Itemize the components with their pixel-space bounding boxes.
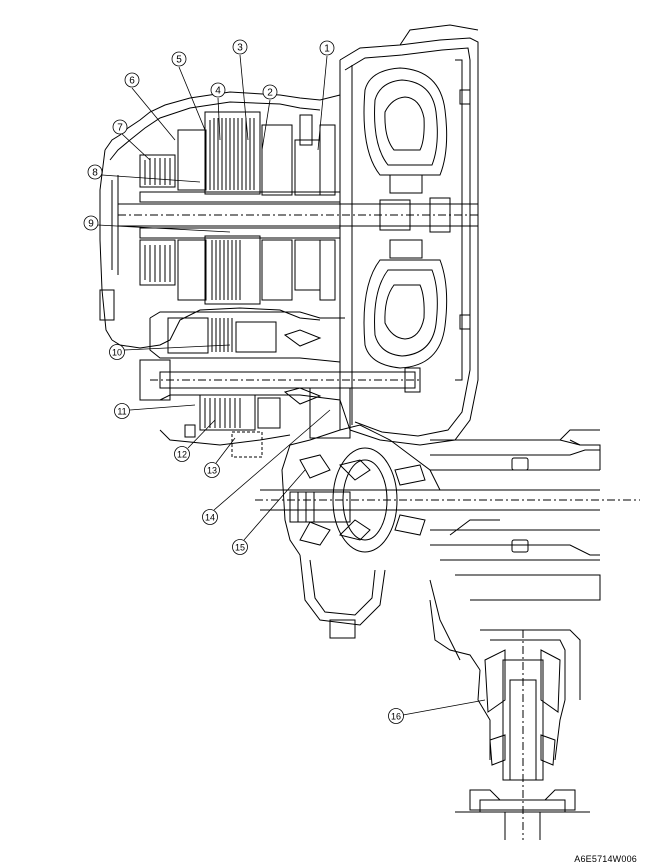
svg-text:4: 4 xyxy=(215,86,221,97)
callout-5: 5 xyxy=(171,51,187,67)
callout-15: 15 xyxy=(232,539,248,555)
callout-4: 4 xyxy=(210,82,226,98)
svg-text:8: 8 xyxy=(92,168,98,179)
leader-1 xyxy=(317,55,328,151)
leader-5 xyxy=(178,66,206,131)
leader-13 xyxy=(215,437,236,464)
svg-text:9: 9 xyxy=(88,219,94,230)
svg-text:1: 1 xyxy=(324,44,330,55)
svg-text:6: 6 xyxy=(129,76,135,87)
figure-code: A6E5714W006 xyxy=(574,854,637,864)
leader-12 xyxy=(187,419,216,449)
svg-text:13: 13 xyxy=(207,466,217,476)
input-shaft xyxy=(117,197,479,233)
svg-text:15: 15 xyxy=(235,543,245,553)
callout-12: 12 xyxy=(174,446,190,462)
counter-shaft-section xyxy=(139,311,421,458)
clutch-pack-upper xyxy=(139,111,336,196)
leader-3 xyxy=(239,54,249,141)
svg-text:12: 12 xyxy=(177,450,187,460)
callout-2: 2 xyxy=(262,84,278,100)
leader-15 xyxy=(243,469,306,541)
drive-shaft-housing xyxy=(255,429,640,661)
leader-2 xyxy=(261,99,271,151)
svg-text:11: 11 xyxy=(117,407,126,417)
svg-text:16: 16 xyxy=(391,712,401,722)
callout-7: 7 xyxy=(112,119,128,135)
leader-14 xyxy=(213,409,331,511)
leader-9 xyxy=(97,224,231,233)
callout-6: 6 xyxy=(124,72,140,88)
svg-text:7: 7 xyxy=(117,123,123,134)
leader-10 xyxy=(123,344,231,351)
gearbox-case xyxy=(99,91,341,349)
leader-6 xyxy=(131,87,176,141)
svg-text:3: 3 xyxy=(237,43,243,54)
leader-4 xyxy=(217,97,221,141)
callout-8: 8 xyxy=(87,164,103,180)
svg-text:10: 10 xyxy=(112,348,122,358)
svg-text:14: 14 xyxy=(205,513,215,523)
torque-converter-housing xyxy=(339,24,479,446)
clutch-pack-lower xyxy=(139,235,336,305)
callout-16: 16 xyxy=(388,708,404,724)
differential xyxy=(281,424,441,639)
callout-14: 14 xyxy=(202,509,218,525)
callout-1: 1 xyxy=(319,40,335,56)
leader-7 xyxy=(121,133,151,161)
leader-lines xyxy=(97,54,486,716)
leader-11 xyxy=(129,404,196,411)
transfer-output-assembly xyxy=(429,599,590,840)
callout-10: 10 xyxy=(109,344,125,360)
callout-9: 9 xyxy=(83,215,99,231)
callout-3: 3 xyxy=(232,39,248,55)
svg-text:5: 5 xyxy=(176,55,182,66)
callout-11: 11 xyxy=(114,403,130,419)
callout-13: 13 xyxy=(204,462,220,478)
leader-8 xyxy=(101,174,201,183)
leader-16 xyxy=(402,699,486,716)
svg-text:2: 2 xyxy=(267,88,273,99)
callout-markers: 1 2 3 4 5 6 7 8 xyxy=(83,39,404,724)
